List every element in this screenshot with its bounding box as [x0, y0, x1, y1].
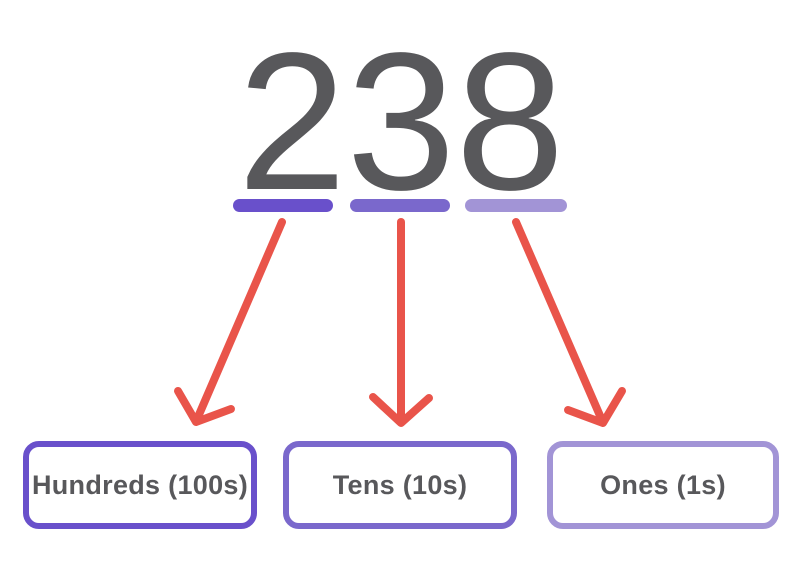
- arrow-tens-icon: [369, 218, 433, 427]
- underline-hundreds: [233, 199, 333, 212]
- label-box-hundreds: Hundreds (100s): [23, 441, 257, 529]
- underline-ones: [465, 199, 567, 212]
- label-box-tens: Tens (10s): [283, 441, 517, 529]
- label-text-hundreds: Hundreds (100s): [31, 469, 249, 500]
- label-text-ones: Ones (1s): [600, 469, 726, 500]
- underline-tens: [350, 199, 450, 212]
- label-box-ones: Ones (1s): [547, 441, 779, 529]
- big-number: 238: [237, 12, 565, 231]
- arrow-ones-icon: [512, 218, 626, 427]
- label-text-tens: Tens (10s): [332, 469, 468, 500]
- arrow-hundreds-icon: [174, 218, 286, 426]
